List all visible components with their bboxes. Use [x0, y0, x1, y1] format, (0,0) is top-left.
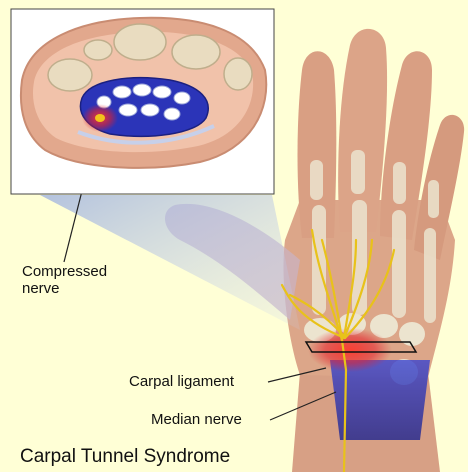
label-carpal-ligament: Carpal ligament	[129, 373, 234, 390]
diagram-title: Carpal Tunnel Syndrome	[20, 446, 230, 468]
label-median-nerve: Median nerve	[151, 411, 242, 428]
label-compressed-line2: nerve	[22, 280, 142, 297]
cross-section-inset	[11, 9, 274, 194]
label-compressed-line1: Compressed	[22, 263, 142, 280]
inflamed-area	[308, 328, 392, 372]
label-compressed-nerve: Compressed nerve	[22, 263, 142, 297]
